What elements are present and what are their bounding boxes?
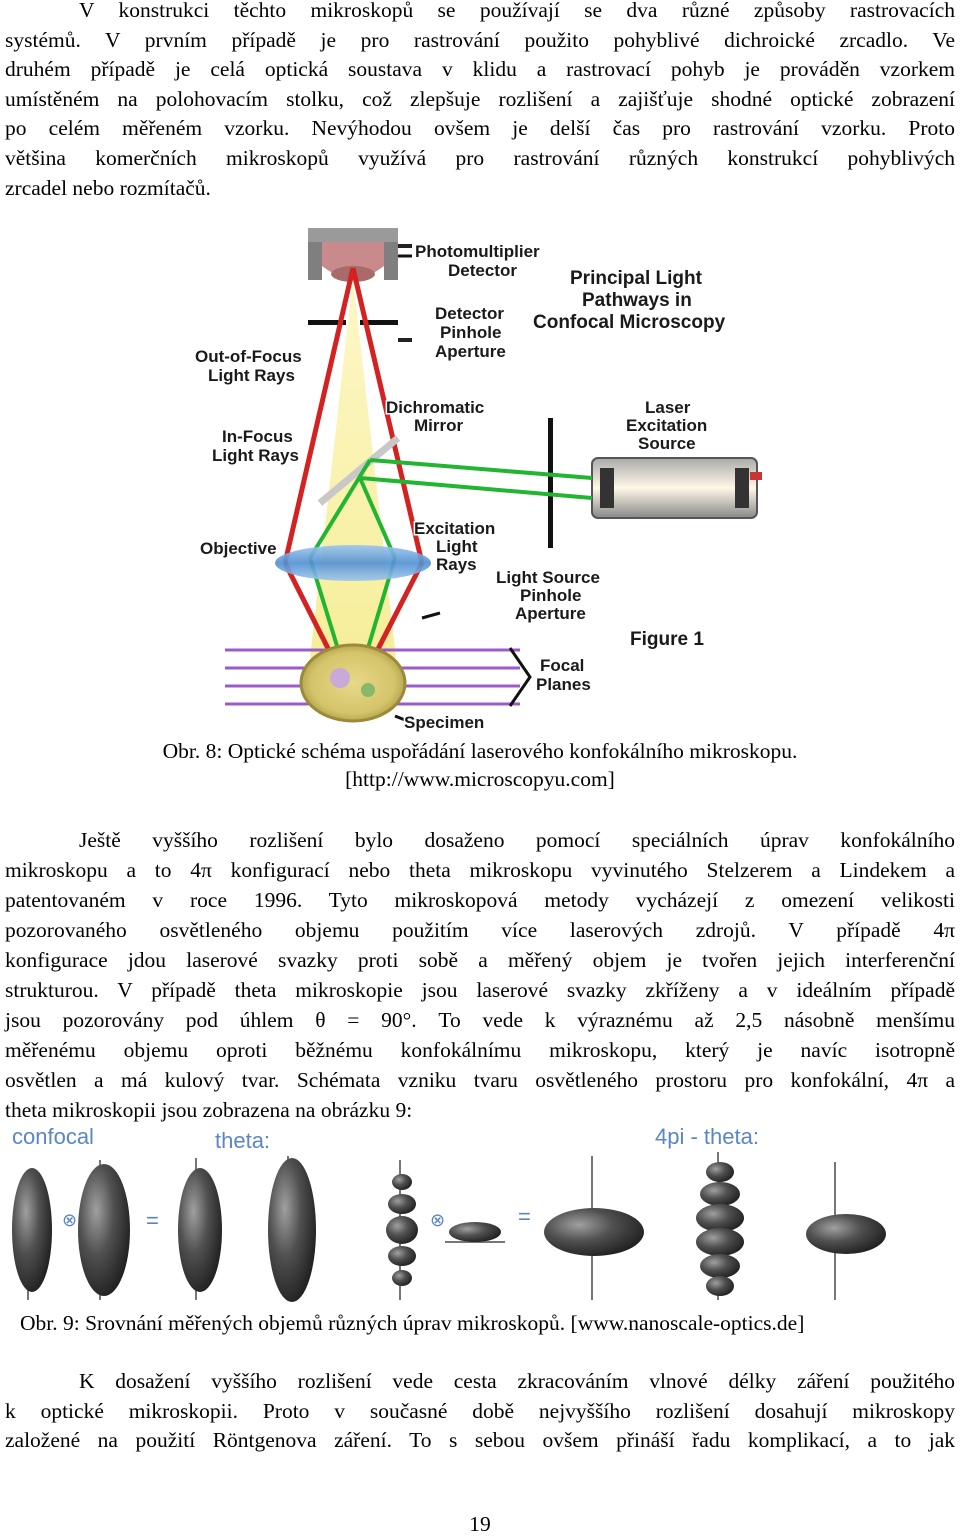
diagram-title: Confocal Microscopy [533, 312, 726, 333]
cross-symbol: ⊗ [62, 1210, 77, 1230]
text-line: k optické mikroskopii. Proto v současné … [5, 1398, 955, 1423]
label-in-focus: In-Focus [222, 427, 293, 446]
label-laser-source: Excitation [626, 416, 707, 435]
label-out-of-focus: Light Rays [208, 366, 295, 385]
label-theta: theta: [215, 1128, 270, 1153]
text-line: mikroskopu a to 4π konfigurací nebo thet… [5, 858, 955, 882]
text-line: pozorovaného osvětleného objemu použitím… [5, 918, 955, 942]
text-line: druhém případě je celá optická soustava … [5, 57, 955, 82]
label-light-source-pinhole: Pinhole [520, 586, 581, 605]
label-confocal: confocal [12, 1124, 94, 1149]
label-excitation-rays: Excitation [414, 519, 495, 538]
text-line: měřenému objemu oproti běžnému konfokáln… [5, 1038, 955, 1062]
label-4pi-theta: 4pi - theta: [655, 1124, 759, 1149]
label-detector-pinhole: Pinhole [440, 323, 501, 342]
diagram-title: Principal Light [570, 268, 703, 289]
label-objective: Objective [200, 539, 277, 558]
detector-pinhole-icon [308, 320, 412, 342]
text-line: patentovaném v roce 1996. Tyto mikroskop… [5, 888, 955, 912]
label-detector: Detector [448, 261, 517, 280]
label-figure-1: Figure 1 [630, 629, 704, 650]
text-line: theta mikroskopii jsou zobrazena na obrá… [5, 1098, 413, 1122]
text-line: většina komerčních mikroskopů využívá pr… [5, 145, 955, 170]
text-line: strukturou. V případě theta mikroskopie … [5, 978, 955, 1002]
text-line: K dosažení vyššího rozlišení vede cesta … [79, 1369, 955, 1393]
4pi-theta-sphere [806, 1162, 886, 1300]
label-excitation-rays: Rays [436, 555, 477, 574]
text-line: V konstrukci těchto mikroskopů se použív… [79, 0, 955, 22]
confocal-volume-3 [178, 1158, 222, 1300]
text-line: založené na použití Röntgenova záření. T… [5, 1428, 955, 1453]
light-source-pinhole-icon [548, 418, 553, 548]
photomultiplier-icon [308, 228, 412, 282]
figure-1-caption: Obr. 8: Optické schéma uspořádání lasero… [0, 737, 960, 793]
label-photomultiplier: Photomultiplier [415, 242, 540, 261]
objective-lens-icon [275, 545, 431, 581]
label-light-source-pinhole: Light Source [496, 568, 600, 587]
text-line: osvětlen a má kulový tvar. Schémata vzni… [5, 1068, 955, 1092]
theta-volume [268, 1156, 316, 1302]
label-detector-pinhole: Aperture [435, 342, 506, 361]
confocal-diagram: Photomultiplier Detector Detector Pinhol… [194, 228, 762, 734]
label-laser-source: Laser [645, 398, 691, 417]
label-dichromatic-mirror: Dichromatic [386, 398, 484, 417]
page-number: 19 [469, 1512, 491, 1536]
label-focal-planes: Planes [536, 675, 591, 694]
laser-source-icon [591, 457, 762, 519]
volume-comparison-figure: confocal theta: 4pi - theta: ⊗ = ⊗ = [12, 1124, 886, 1302]
figure-2-caption: Obr. 9: Srovnání měřených objemů různých… [20, 1309, 960, 1337]
text-line: konfigurace jdou laserové svazky proti s… [5, 948, 955, 972]
label-focal-planes: Focal [540, 656, 584, 675]
label-light-source-pinhole: Aperture [515, 604, 586, 623]
theta-wide-volume [544, 1156, 644, 1300]
label-detector-pinhole: Detector [435, 304, 504, 323]
label-dichromatic-mirror: Mirror [414, 416, 464, 435]
text-line: zrcadel nebo rozmítačů. [5, 175, 211, 200]
caption-line: [http://www.microscopyu.com] [345, 767, 615, 791]
4pi-theta-volume [696, 1152, 744, 1300]
text-line: umístěném na polohovacím stolku, což zle… [5, 86, 955, 111]
text-line: jsou pozorovány pod úhlem θ = 90°. To ve… [5, 1008, 955, 1032]
equals-symbol: = [146, 1208, 159, 1233]
label-excitation-rays: Light [436, 537, 478, 556]
text-line: systémů. V prvním případě je pro rastrov… [5, 27, 955, 52]
label-laser-source: Source [638, 434, 696, 453]
diagram-title: Pathways in [582, 290, 692, 311]
dichromatic-mirror-icon [317, 435, 401, 506]
text-line: po celém měřeném vzorku. Nevýhodou ovšem… [5, 116, 955, 141]
confocal-volume-2 [78, 1160, 130, 1300]
paragraph-1: V konstrukci těchto mikroskopů se použív… [5, 0, 955, 203]
label-in-focus: Light Rays [212, 446, 299, 465]
label-specimen: Specimen [404, 713, 484, 732]
equals-symbol: = [518, 1204, 531, 1229]
paragraph-2: Ještě vyššího rozlišení bylo dosaženo po… [5, 825, 955, 1125]
4pi-vertical-volume [386, 1160, 418, 1300]
text-line: Ještě vyššího rozlišení bylo dosaženo po… [79, 828, 955, 852]
caption-line: Obr. 8: Optické schéma uspořádání lasero… [162, 739, 798, 763]
specimen-icon [299, 643, 407, 723]
cross-symbol: ⊗ [430, 1210, 445, 1230]
paragraph-3: K dosažení vyššího rozlišení vede cesta … [5, 1367, 955, 1456]
confocal-volume-1 [12, 1168, 52, 1300]
horizontal-volume [445, 1222, 505, 1243]
label-out-of-focus: Out-of-Focus [195, 347, 302, 366]
caption-line: Obr. 9: Srovnání měřených objemů různých… [20, 1311, 805, 1335]
